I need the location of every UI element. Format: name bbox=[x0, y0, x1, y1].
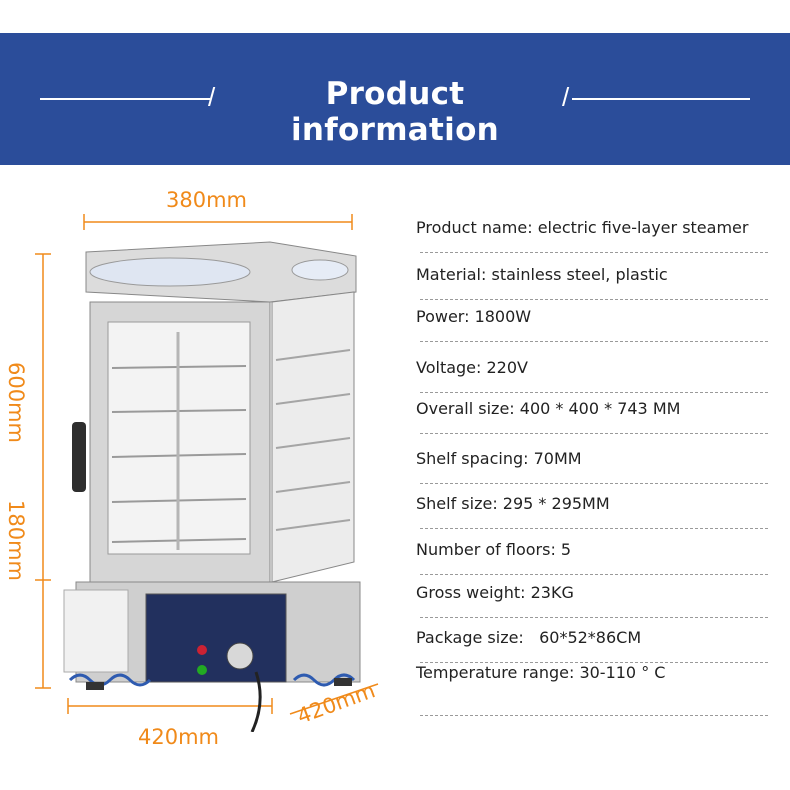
dimension-base-width: 420mm bbox=[138, 725, 219, 749]
spec-gross-weight: Gross weight: 23KG bbox=[416, 583, 768, 618]
dimension-top-width: 380mm bbox=[166, 188, 247, 212]
banner-slash-left: / bbox=[208, 82, 216, 112]
spec-product-name: Product name: electric five-layer steame… bbox=[416, 218, 768, 253]
spec-material: Material: stainless steel, plastic bbox=[416, 265, 768, 300]
banner-rule-left bbox=[40, 98, 210, 100]
spec-power: Power: 1800W bbox=[416, 307, 768, 342]
banner-slash-right: / bbox=[562, 82, 570, 112]
spec-overall-size: Overall size: 400 * 400 * 743 MM bbox=[416, 399, 768, 434]
dimension-base-height: 180mm bbox=[4, 500, 28, 581]
spec-voltage: Voltage: 220V bbox=[416, 358, 768, 393]
page-title: Product information bbox=[290, 76, 500, 148]
banner-rule-right bbox=[572, 98, 750, 100]
dimension-total-height: 600mm bbox=[4, 362, 28, 443]
spec-shelf-spacing: Shelf spacing: 70MM bbox=[416, 449, 768, 484]
spec-temperature-range: Temperature range: 30-110 ° C bbox=[416, 663, 768, 716]
spec-shelf-size: Shelf size: 295 * 295MM bbox=[416, 494, 768, 529]
steamer-cabinet-image bbox=[63, 241, 361, 732]
spec-package-size: Package size: 60*52*86CM bbox=[416, 628, 768, 663]
spec-number-of-floors: Number of floors: 5 bbox=[416, 540, 768, 575]
